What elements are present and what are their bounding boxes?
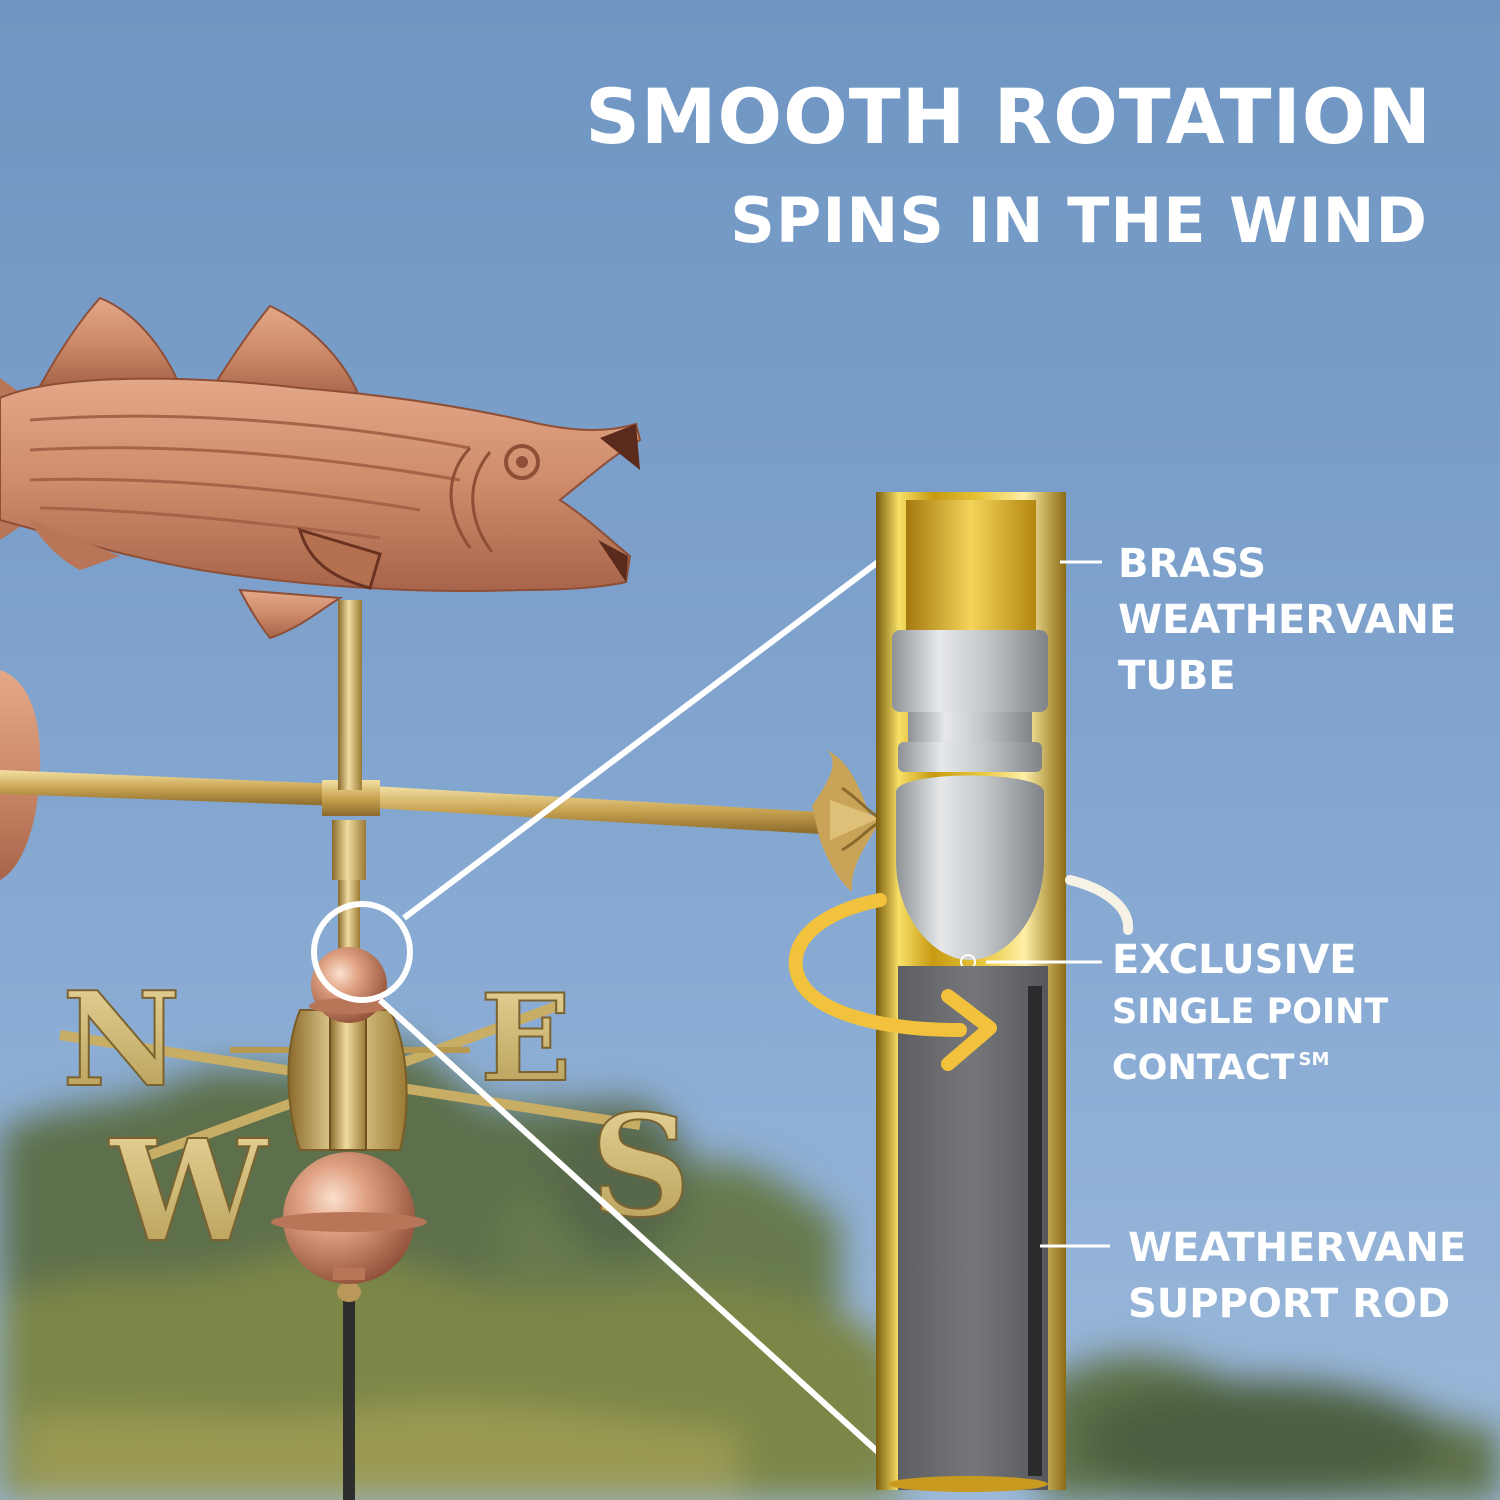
compass-letter-s: S <box>590 1085 691 1249</box>
background-trees <box>0 1043 1500 1500</box>
service-mark: SM <box>1298 1049 1330 1070</box>
mount-rod <box>343 1270 355 1500</box>
compass-letter-n: N <box>62 963 181 1116</box>
label-leaders <box>986 560 1110 1248</box>
callout-brass-line-2: WEATHERVANE <box>1118 597 1457 643</box>
copper-fish <box>0 296 642 640</box>
callout-contact-line-2: SINGLE POINT <box>1112 992 1389 1032</box>
callout-support-rod: WEATHERVANE SUPPORT ROD <box>1128 1220 1466 1332</box>
vane-stem <box>332 600 366 960</box>
curved-arrow-icon <box>788 875 1134 1071</box>
steel-pivot <box>892 630 1048 970</box>
compass-directionals: N E W S <box>59 962 692 1275</box>
compass-letter-w: W <box>108 1110 269 1274</box>
callout-contact-line-1: EXCLUSIVE <box>1112 937 1357 983</box>
callout-brass-tube: BRASS WEATHERVANE TUBE <box>1118 536 1456 704</box>
zoom-callout <box>311 559 881 1455</box>
headline-line-1: SMOOTH ROTATION <box>585 72 1432 161</box>
arrow-tip <box>812 750 881 892</box>
callout-brass-line-1: BRASS <box>1118 541 1267 587</box>
arrow-shaft <box>0 770 820 834</box>
callout-rod-line-1: WEATHERVANE <box>1128 1225 1467 1271</box>
callout-brass-line-3: TUBE <box>1118 653 1236 699</box>
compass-letter-e: E <box>480 968 571 1109</box>
callout-rod-line-2: SUPPORT ROD <box>1128 1281 1451 1327</box>
callout-contact-line-3: CONTACT <box>1112 1048 1295 1088</box>
support-rod <box>898 966 1048 1490</box>
headline-line-2: SPINS IN THE WIND <box>730 184 1428 257</box>
cutaway-detail <box>876 492 1066 1492</box>
